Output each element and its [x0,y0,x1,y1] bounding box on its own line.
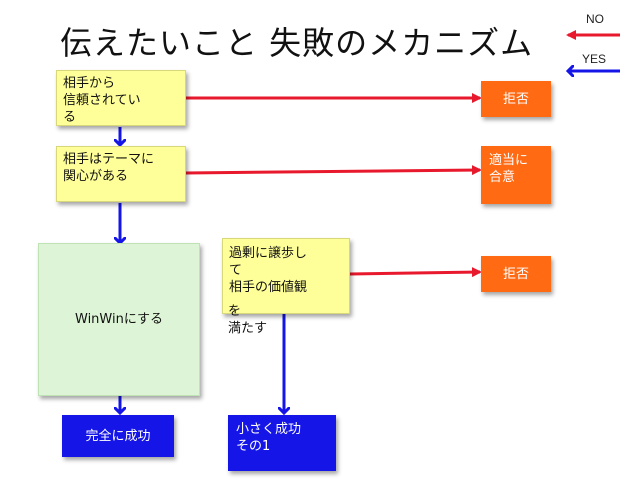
page-title: 伝えたいこと 失敗のメカニズム [60,24,534,62]
no-arrow-concede-to-reject [349,267,482,278]
node-interest: 相手はテーマに 関心がある [56,146,186,202]
node-agree: 適当に 合意 [481,146,551,204]
node-success-small: 小さく成功 その1 [228,415,336,471]
node-reject-2: 拒否 [481,256,551,292]
node-reject-1: 拒否 [481,81,551,117]
node-trust: 相手から 信頼されてい る [56,70,186,126]
node-winwin: WinWinにする [38,243,200,396]
node-concede-overflow: を 満たす [228,304,268,336]
legend-no-label: NO [586,12,604,26]
legend-yes-label: YES [582,52,607,66]
node-success-full: 完全に成功 [62,415,174,457]
no-arrow-interest-to-agree [185,165,482,176]
node-concede: 過剰に譲歩し て 相手の価値観 [222,238,350,314]
